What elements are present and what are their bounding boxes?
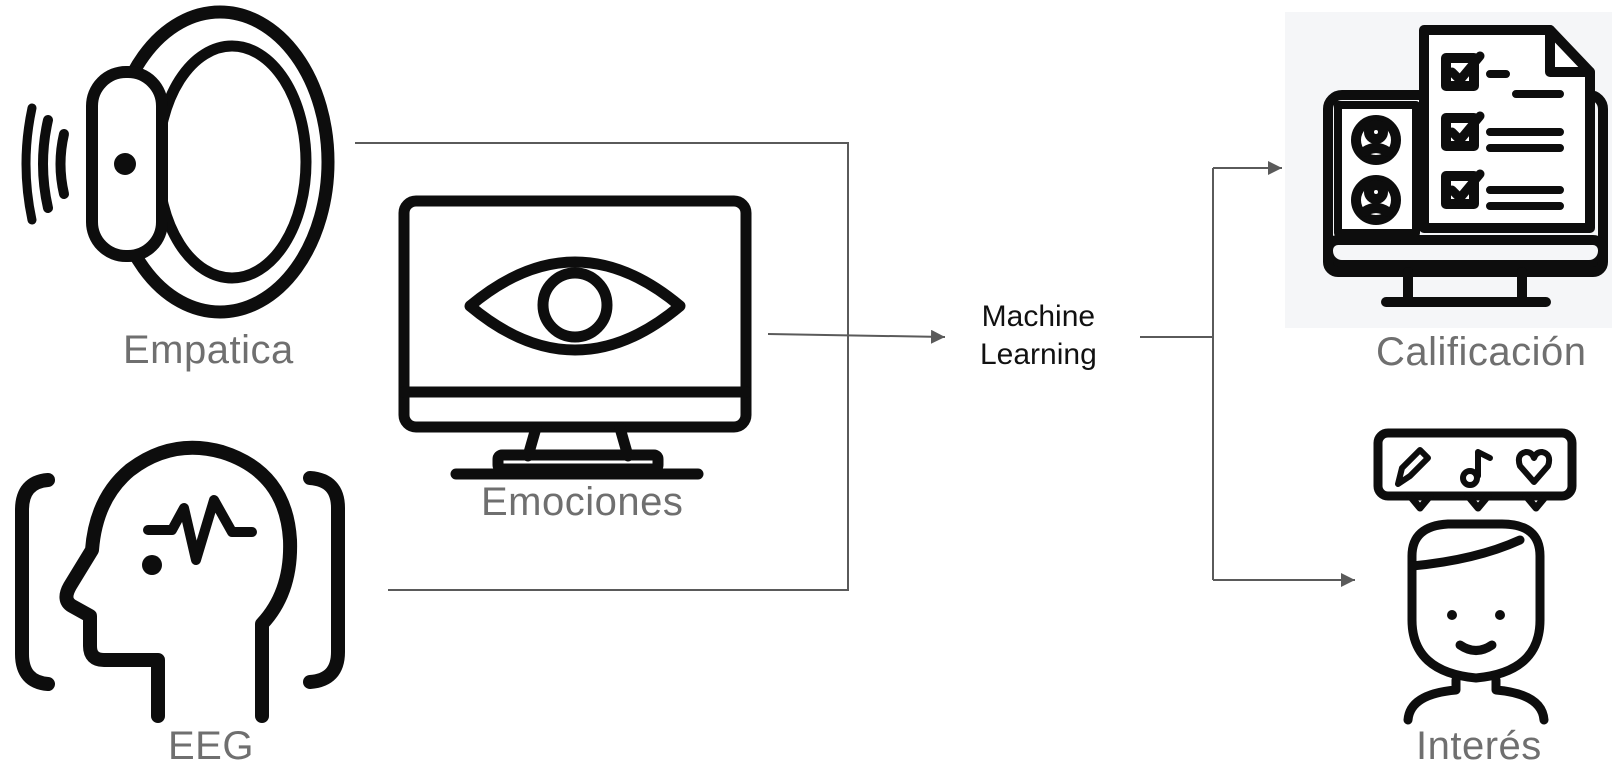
calificacion-label: Calificación [1376,330,1587,374]
machine-learning-label: Machine Learning [980,298,1097,374]
connector-empatica [355,142,849,591]
survey-monitor-icon [1285,12,1612,328]
person-interests-icon [1373,428,1577,725]
connectors [355,142,1355,591]
smartwatch-icon [21,5,335,319]
machine-learning-line2: Learning [980,338,1097,371]
monitor-eye-icon [398,195,752,480]
emociones-label: Emociones [481,480,684,524]
interes-label: Interés [1416,724,1542,768]
brain-head-icon [15,440,345,723]
machine-learning-line1: Machine [981,300,1096,333]
empatica-label: Empatica [123,328,294,372]
arrow-to-machine-learning [767,329,946,344]
eeg-label: EEG [168,724,254,768]
